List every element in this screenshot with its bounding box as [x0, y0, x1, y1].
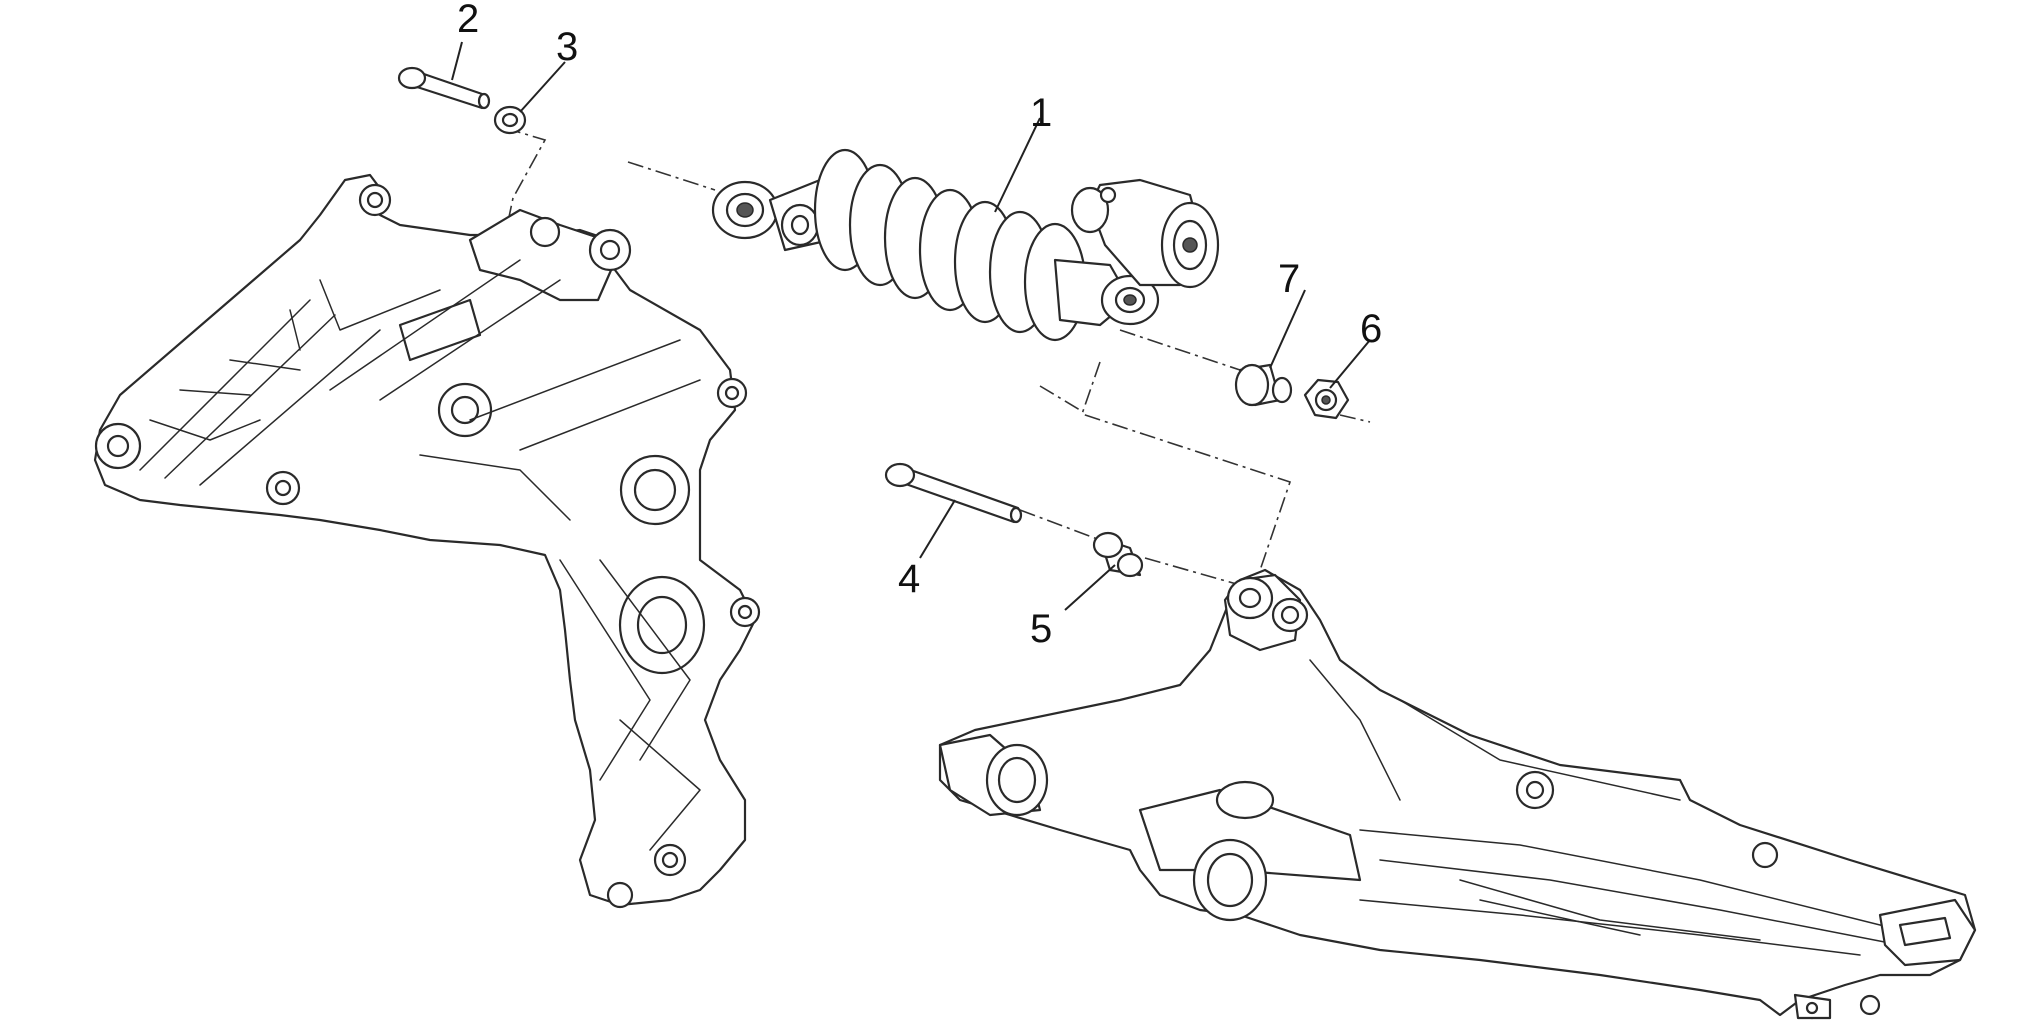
callout-5: 5	[1030, 607, 1052, 651]
lower-bushing	[1092, 531, 1144, 578]
leader-lines	[451, 41, 1371, 611]
frame-bracket	[93, 173, 761, 909]
spacer	[1234, 363, 1293, 407]
callout-7: 7	[1278, 257, 1300, 301]
upper-bolt	[397, 66, 491, 110]
callout-3: 3	[556, 25, 578, 69]
callout-1: 1	[1030, 91, 1052, 135]
nut	[1303, 378, 1350, 420]
callout-2: 2	[457, 0, 479, 41]
callout-6: 6	[1360, 307, 1382, 351]
callouts: 1 2 3 4 5 6 7	[457, 0, 1382, 651]
swingarm	[938, 568, 1977, 1020]
callout-4: 4	[898, 557, 920, 601]
lower-bolt	[884, 462, 1023, 524]
shock-absorber	[711, 148, 1220, 342]
upper-washer	[493, 105, 527, 135]
